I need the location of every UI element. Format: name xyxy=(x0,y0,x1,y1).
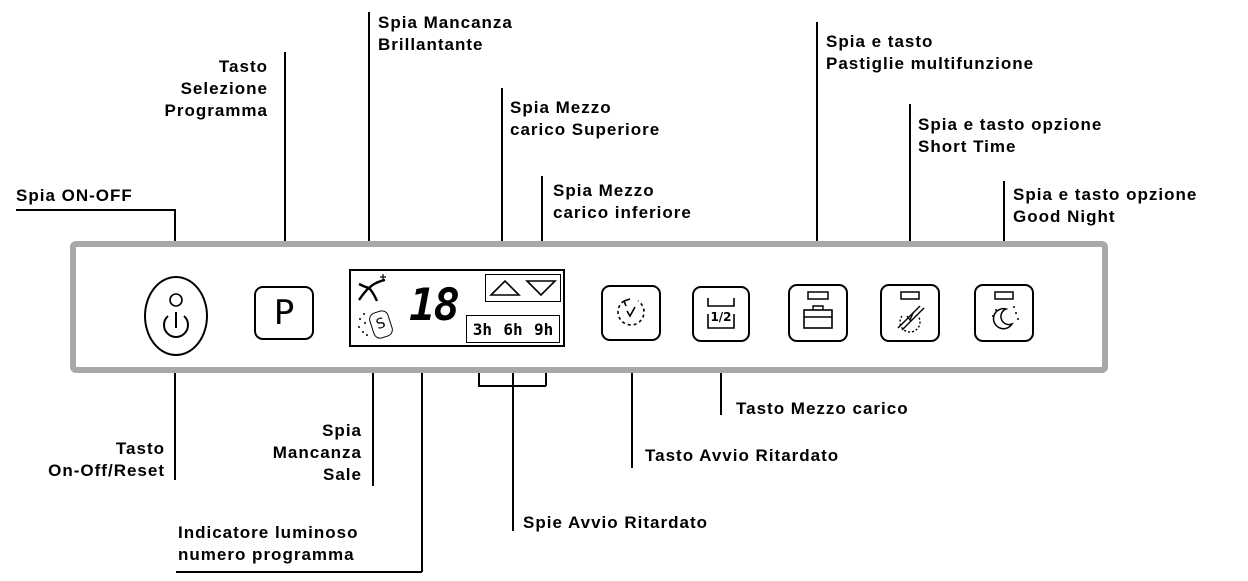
leader-mezzo-superiore-v xyxy=(501,88,503,248)
leader-mezzo-key-v xyxy=(720,345,722,415)
program-select-button[interactable]: P xyxy=(254,286,314,340)
label-tasto-on-off-reset: Tasto On-Off/Reset xyxy=(48,439,165,480)
control-panel xyxy=(70,241,1108,373)
on-off-reset-button[interactable] xyxy=(144,276,208,356)
multitab-icon xyxy=(803,291,833,329)
salt-symbol: S xyxy=(374,315,388,334)
leader-avvio-key-v xyxy=(631,340,633,468)
leader-indicatore-v xyxy=(421,341,423,572)
label-tasto-avvio-ritardato: Tasto Avvio Ritardato xyxy=(645,446,840,465)
label-spia-mezzo-carico-inferiore: Spia Mezzo carico inferiore xyxy=(553,181,692,222)
label-spia-mancanza-brillantante: Spia Mancanza Brillantante xyxy=(378,13,513,54)
half-load-icon xyxy=(707,298,735,329)
delay-9h: 9h xyxy=(534,319,554,339)
lower-load-triangle-icon xyxy=(525,280,557,297)
program-p-icon: P xyxy=(273,293,295,333)
half-load-button[interactable]: 1/2 xyxy=(692,286,750,342)
delay-hours-box: 3h 6h 9h xyxy=(466,315,560,343)
leader-indicatore-h xyxy=(176,571,422,573)
leader-program-v xyxy=(284,52,286,257)
power-icon xyxy=(163,293,189,338)
label-spia-tasto-pastiglie: Spia e tasto Pastiglie multifunzione xyxy=(826,32,1035,73)
rinse-aid-star-icon xyxy=(358,274,386,302)
upper-load-triangle-icon xyxy=(489,279,521,296)
label-spia-mancanza-sale: Spia Mancanza Sale xyxy=(272,421,362,484)
delay-3h: 3h xyxy=(472,319,492,339)
leader-sale-v xyxy=(372,338,374,486)
half-load-symbol: 1/2 xyxy=(710,310,732,324)
delay-start-button[interactable] xyxy=(601,285,661,341)
program-display: S 18 3h 6h 9h xyxy=(349,269,565,347)
leader-short-time-v xyxy=(909,104,911,268)
leader-mezzo-inferiore-v xyxy=(541,176,543,252)
multitab-button[interactable] xyxy=(788,284,848,342)
leader-brillantante-v xyxy=(368,12,370,257)
label-spia-on-off: Spia ON-OFF xyxy=(16,186,133,205)
label-tasto-selezione-programma: Tasto Selezione Programma xyxy=(164,57,268,120)
leader-spie-avvio-v xyxy=(512,344,514,531)
good-night-button[interactable] xyxy=(974,284,1034,342)
label-spia-tasto-good-night: Spia e tasto opzione Good Night xyxy=(1013,185,1198,226)
label-spie-avvio-ritardato: Spie Avvio Ritardato xyxy=(523,513,708,532)
label-spia-tasto-short-time: Spia e tasto opzione Short Time xyxy=(918,115,1103,156)
label-tasto-mezzo-carico: Tasto Mezzo carico xyxy=(736,399,909,418)
delay-6h: 6h xyxy=(503,319,523,339)
good-night-moon-icon xyxy=(992,291,1019,330)
short-time-icon xyxy=(897,291,925,333)
program-number-digits: 18 xyxy=(409,280,460,331)
leader-on-off-reset-v xyxy=(174,355,176,480)
leader-on-off-h xyxy=(16,209,175,211)
label-spia-mezzo-carico-superiore: Spia Mezzo carico Superiore xyxy=(510,98,661,139)
salt-dots-icon xyxy=(358,313,368,336)
salt-icon: S xyxy=(367,308,395,341)
label-indicatore-numero-programma: Indicatore luminoso numero programma xyxy=(178,523,359,564)
leader-good-night-v xyxy=(1003,181,1005,279)
delay-clock-icon xyxy=(617,298,645,326)
leader-pastiglie-v xyxy=(816,22,818,284)
short-time-button[interactable] xyxy=(880,284,940,342)
half-load-triangle-box xyxy=(485,274,561,302)
